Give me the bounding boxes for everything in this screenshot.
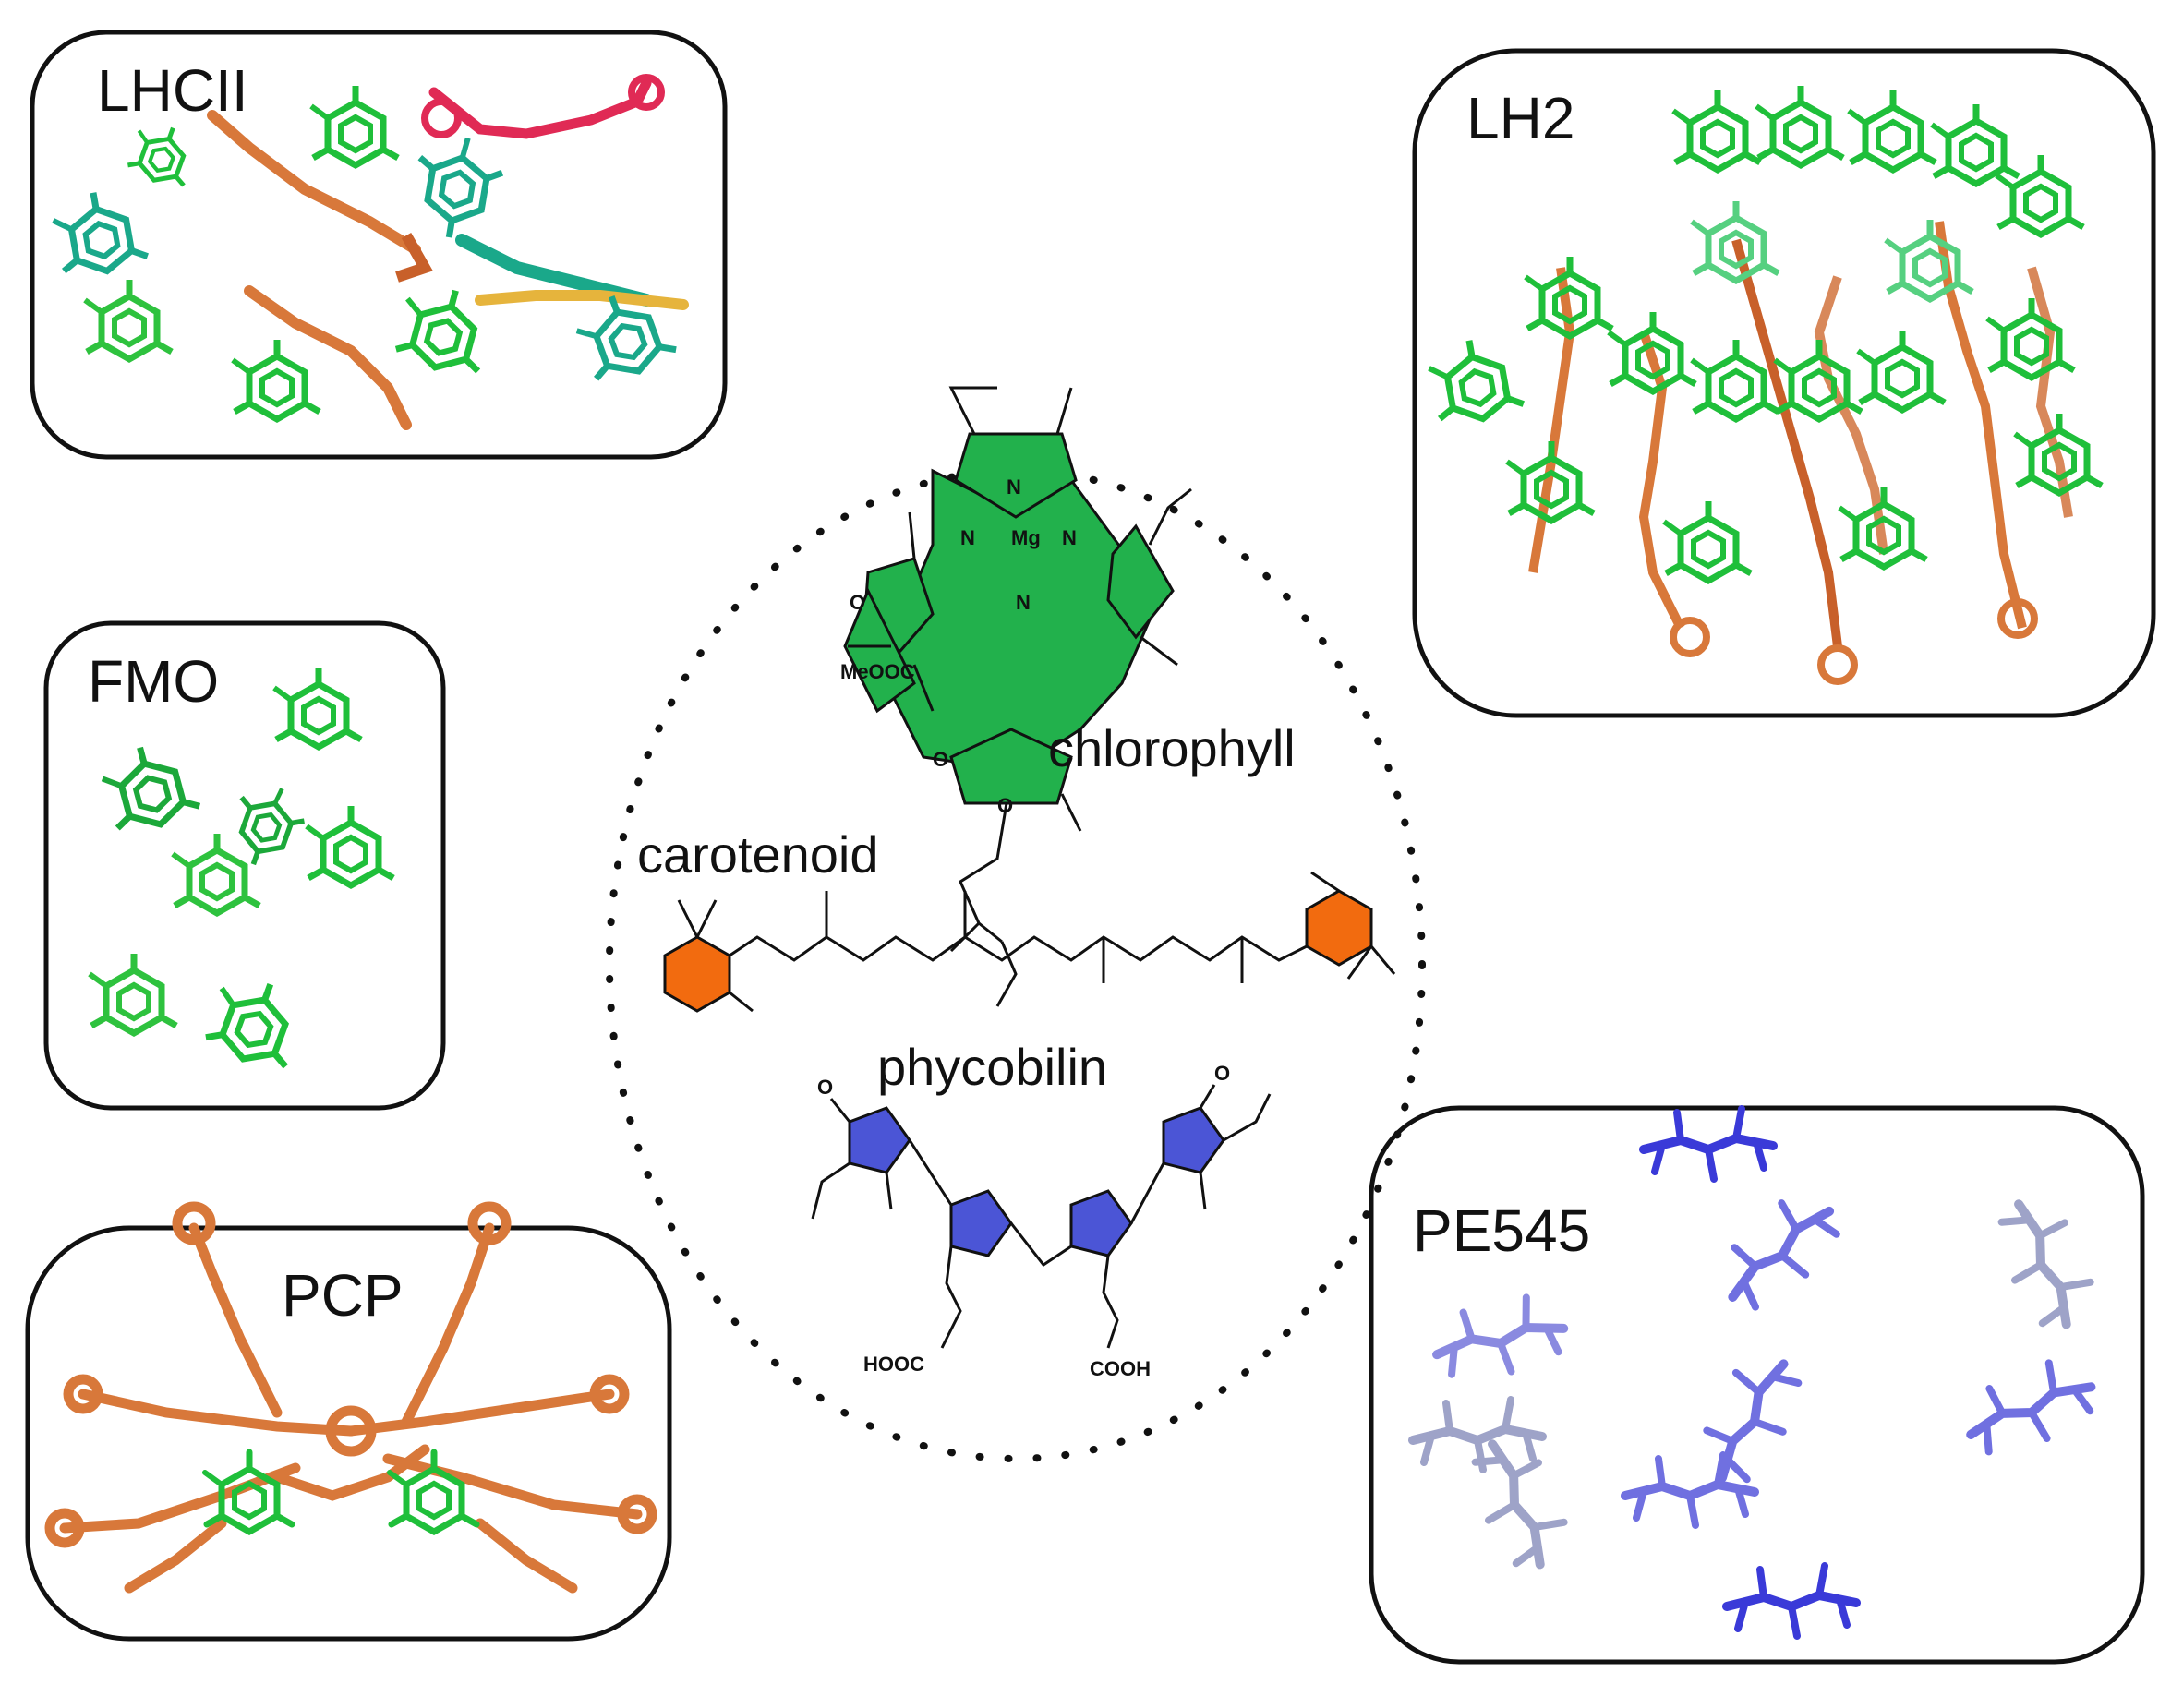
panel-lhcii-frame: [30, 30, 728, 460]
chl-n-bottom: N: [1016, 591, 1031, 614]
lhcii-structure: [50, 74, 689, 430]
panel-pcp: PCP: [25, 1201, 672, 1642]
panel-pe545: PE545: [1369, 1105, 2145, 1665]
chl-keto-o: O: [850, 591, 865, 614]
chl-n-top: N: [1007, 475, 1021, 499]
chl-n-right: N: [1062, 526, 1077, 549]
phy-o-left: O: [817, 1076, 833, 1099]
panel-lh2-frame: [1412, 48, 2156, 718]
panel-lhcii-label: LHCII: [97, 57, 248, 124]
chl-ester-o2: O: [997, 794, 1013, 817]
chlorophyll-structure: N N Mg N N O MeOOC O O chlorophyll: [840, 386, 1296, 1007]
panel-pcp-label: PCP: [282, 1262, 404, 1329]
phy-acid-left: HOOC: [863, 1353, 924, 1376]
panel-lh2-label: LH2: [1466, 85, 1574, 151]
panel-pe545-frame: [1369, 1105, 2145, 1665]
pigment-structures: N N Mg N N O MeOOC O O chlorophyll carot…: [606, 386, 1426, 1462]
phycobilin-structure: phycobilin O O HOOC COOH: [811, 1038, 1272, 1380]
panel-lh2: LH2: [1412, 0, 2156, 718]
panel-pe545-label: PE545: [1413, 1197, 1590, 1264]
panel-lhcii: LHCII: [30, 30, 728, 460]
lh2-structure: [1426, 0, 2102, 685]
chl-ester: MeOOC: [840, 660, 915, 683]
chl-ester-o1: O: [933, 748, 948, 771]
carotenoid-label: carotenoid: [637, 825, 879, 884]
panel-fmo-label: FMO: [88, 648, 219, 715]
phy-acid-right: COOH: [1090, 1357, 1151, 1380]
chl-mg: Mg: [1011, 526, 1041, 549]
dotted-boundary: [606, 467, 1426, 1462]
phy-o-right: O: [1214, 1062, 1230, 1085]
panel-fmo: FMO: [43, 620, 446, 1111]
chlorophyll-label: chlorophyll: [1048, 719, 1296, 777]
phycobilin-label: phycobilin: [877, 1038, 1107, 1096]
pcp-structure: [44, 1201, 657, 1594]
carotenoid-structure: carotenoid: [637, 825, 1396, 1013]
chl-n-left: N: [960, 526, 975, 549]
